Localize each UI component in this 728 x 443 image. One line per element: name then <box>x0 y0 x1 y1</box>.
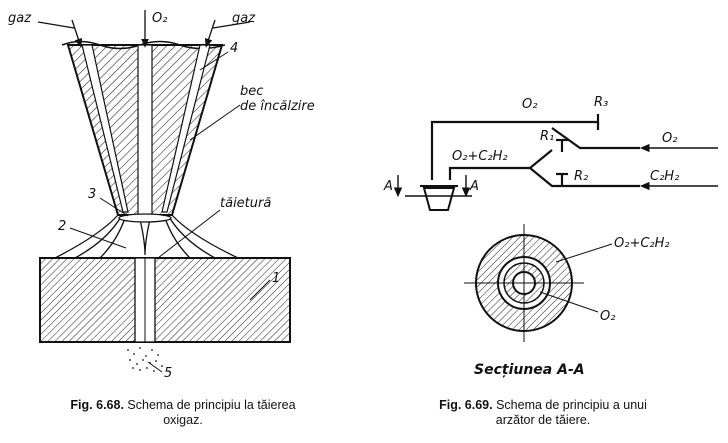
r3-label: R₃ <box>594 95 608 110</box>
c2h2-input-label: C₂H₂ <box>650 169 679 184</box>
r2-label: R₂ <box>574 169 588 184</box>
caption-text-6-68-line1: Schema de principiu la tăierea <box>127 398 296 412</box>
input-arrows <box>639 143 718 191</box>
fig-6-69: O₂ R₃ R₁ R₂ O₂ C₂H₂ O₂+C₂H₂ A A O₂+C₂H₂ … <box>383 95 718 378</box>
section-markers <box>393 175 471 198</box>
oxygen-label: O₂ <box>152 11 167 26</box>
gas-left-label: gaz <box>8 11 32 26</box>
label-2: 2 <box>58 219 66 234</box>
section-a-right: A <box>469 179 479 194</box>
caption-number-6-68: Fig. 6.68. <box>70 398 124 412</box>
o2-top-label: O₂ <box>522 97 537 112</box>
torch-nozzle <box>61 40 226 216</box>
leader-lines <box>69 51 271 373</box>
o2-input-label: O₂ <box>662 131 677 146</box>
preheat-flames <box>54 213 239 259</box>
workpiece <box>39 257 291 343</box>
caption-text-6-69-line2: arzător de tăiere. <box>495 413 591 427</box>
label-4: 4 <box>230 41 238 56</box>
caption-text-6-68-line2: oxigaz. <box>163 413 203 427</box>
slag-stream <box>127 347 163 372</box>
label-5: 5 <box>164 366 172 381</box>
caption-number-6-69: Fig. 6.69. <box>439 398 493 412</box>
label-1: 1 <box>272 271 280 286</box>
mixture-label: O₂+C₂H₂ <box>452 149 508 164</box>
heater-label-line2: de încălzire <box>240 99 315 114</box>
gas-right-label: gaz <box>232 11 256 26</box>
caption-fig-6-68: Fig. 6.68. Schema de principiu la tăiere… <box>18 398 348 428</box>
inlet-arrows <box>37 10 251 48</box>
fig-6-68: gaz O₂ gaz 4 bec de încălzire tăietură 3… <box>8 10 315 381</box>
caption-text-6-69-line1: Schema de principiu a unui <box>496 398 647 412</box>
section-mixture-label: O₂+C₂H₂ <box>614 236 670 251</box>
label-3: 3 <box>88 187 96 202</box>
section-o2-label: O₂ <box>600 309 615 324</box>
section-title: Secțiunea A-A <box>474 362 585 378</box>
cut-label: tăietură <box>220 196 271 211</box>
r1-label: R₁ <box>540 129 554 144</box>
caption-fig-6-69: Fig. 6.69. Schema de principiu a unui ar… <box>378 398 708 428</box>
cross-section-view <box>464 224 613 342</box>
heater-label-line1: bec <box>240 84 263 99</box>
burner-piping <box>430 114 640 188</box>
section-a-left: A <box>383 179 393 194</box>
nozzle-head <box>405 185 472 211</box>
